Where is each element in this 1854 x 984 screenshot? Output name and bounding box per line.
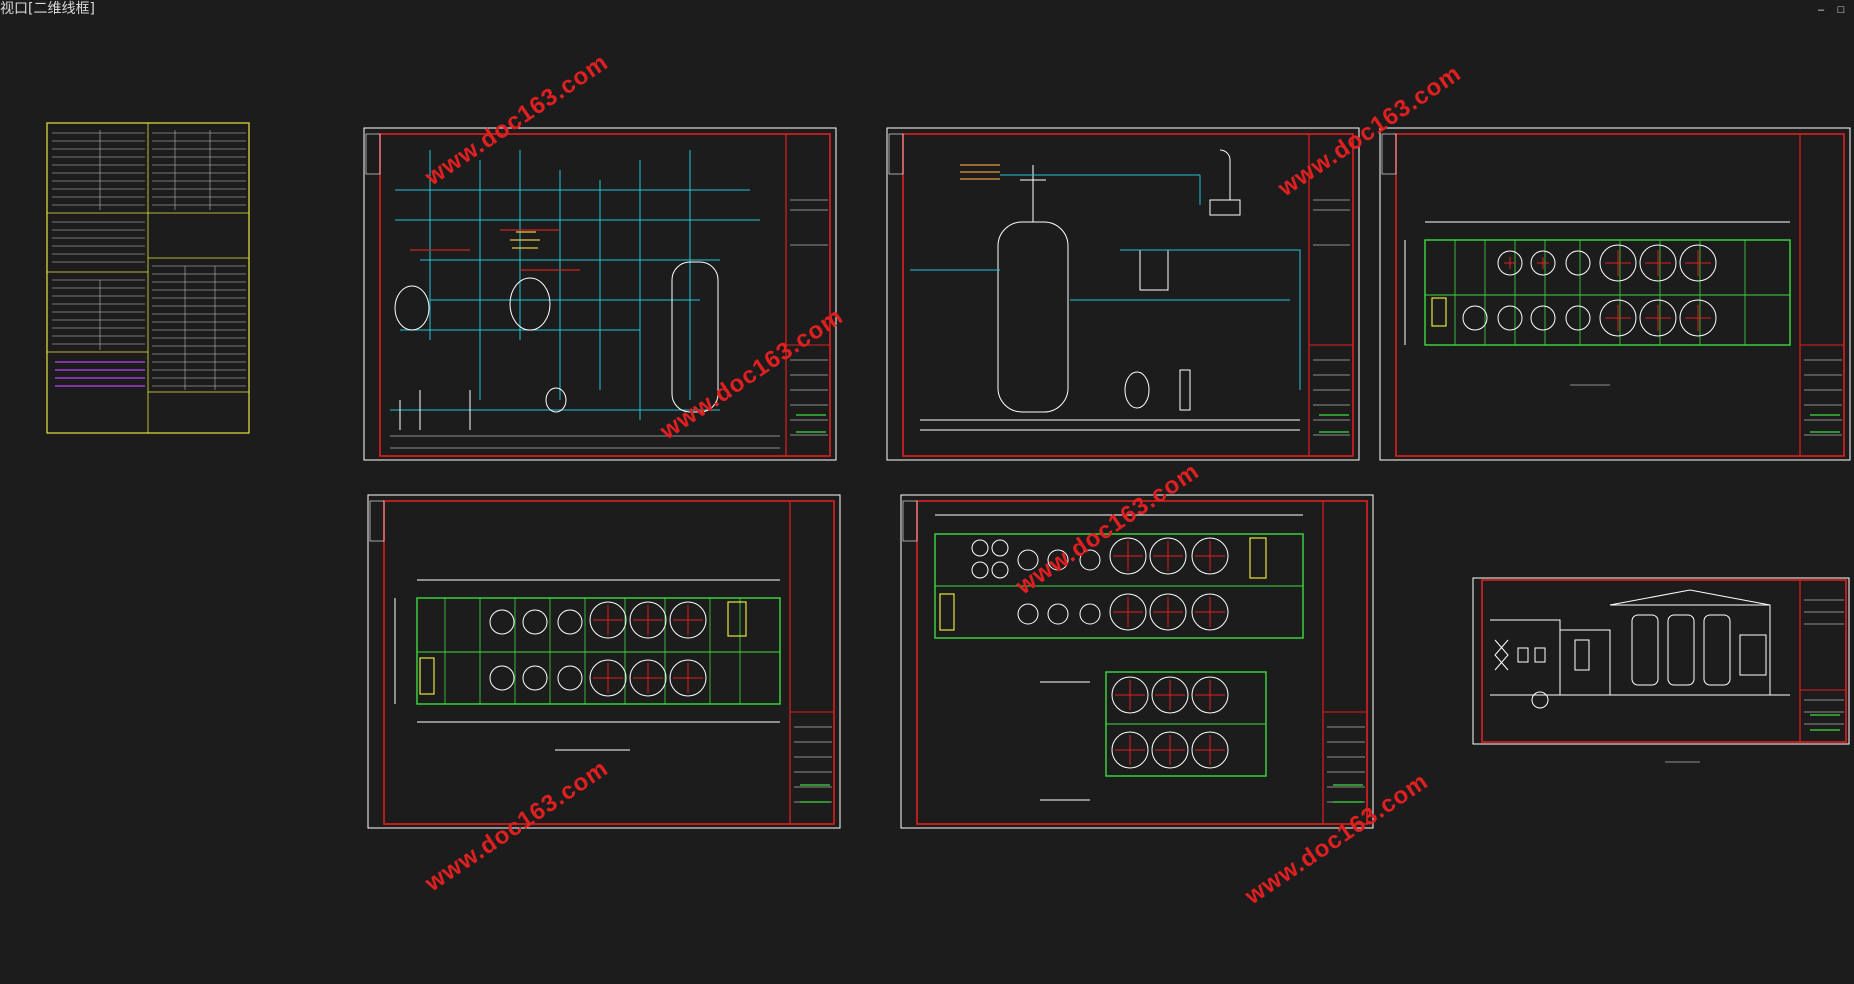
section-sheet[interactable]	[1472, 577, 1850, 763]
plan-sheet-3[interactable]	[900, 494, 1374, 829]
watermark-3: www.doc163.com	[654, 303, 848, 446]
window-controls: – □	[1814, 4, 1848, 16]
watermark-6: www.doc163.com	[1239, 768, 1433, 911]
watermark-1: www.doc163.com	[419, 49, 613, 192]
legend-sheet[interactable]	[46, 122, 250, 434]
pid-sheet-2[interactable]	[886, 127, 1360, 461]
minimize-button[interactable]: –	[1817, 4, 1825, 16]
viewport-label[interactable]: 视口[二维线框]	[0, 1, 95, 17]
plan-sheet-2[interactable]	[367, 494, 841, 829]
plan-sheet-1[interactable]	[1379, 127, 1851, 461]
maximize-button[interactable]: □	[1837, 4, 1845, 16]
watermark-2: www.doc163.com	[1272, 60, 1466, 203]
watermark-4: www.doc163.com	[1010, 458, 1204, 601]
watermarks: www.doc163.com www.doc163.com www.doc163…	[419, 49, 1466, 911]
watermark-5: www.doc163.com	[419, 755, 613, 898]
pid-sheet-1[interactable]	[363, 127, 837, 461]
